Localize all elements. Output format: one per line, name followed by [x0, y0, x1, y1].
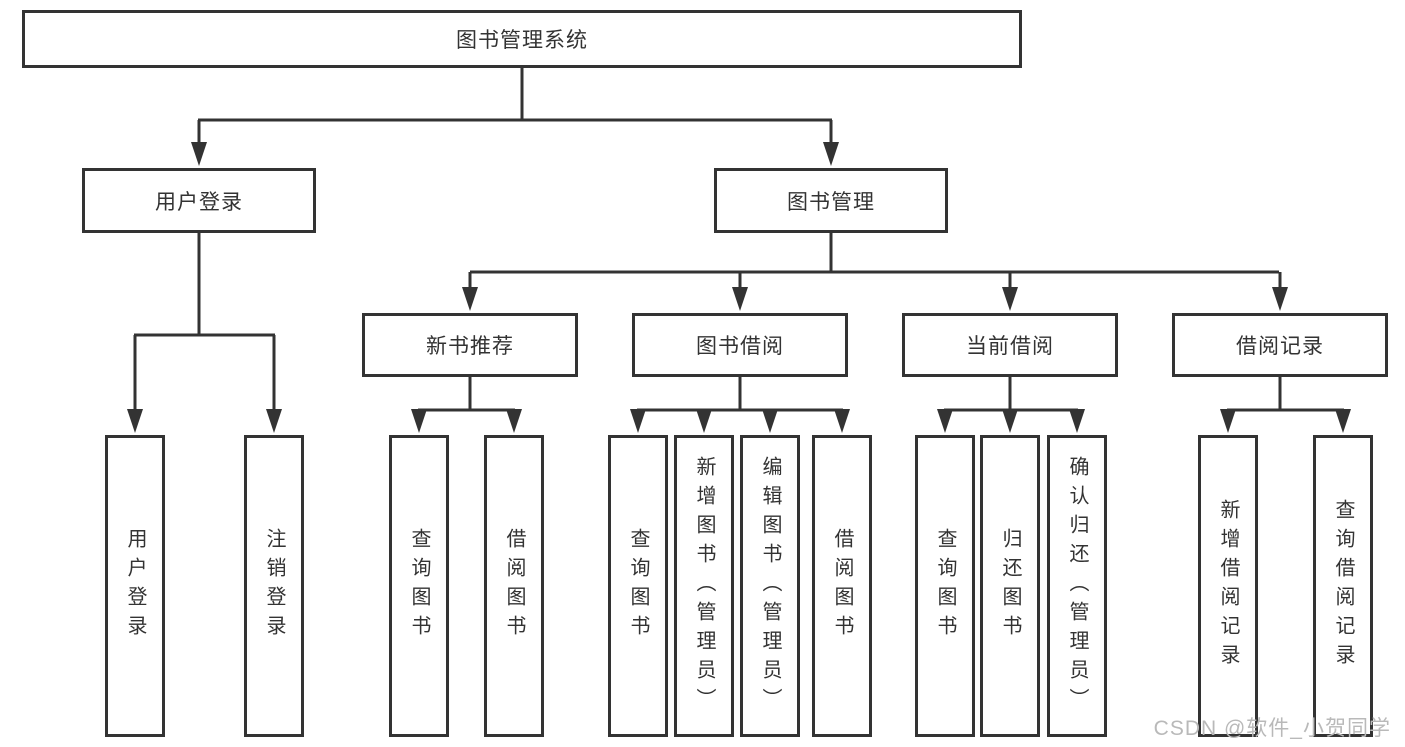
node-current-borrow-label: 当前借阅 [966, 335, 1054, 358]
node-book-borrow-label: 图书借阅 [696, 335, 784, 358]
node-root-label: 图书管理系统 [456, 29, 588, 52]
node-new-book-recommend-label: 新书推荐 [426, 335, 514, 358]
leaf-query-books-borrow: 查询图书 [608, 435, 668, 737]
leaf-add-borrow-record: 新增借阅记录 [1198, 435, 1258, 737]
leaf-confirm-return-admin: 确认归还（管理员） [1047, 435, 1107, 737]
node-borrow-records: 借阅记录 [1172, 313, 1388, 377]
watermark: CSDN @软件_小贺同学 [1153, 717, 1391, 740]
node-root: 图书管理系统 [22, 10, 1022, 68]
leaf-query-borrow-record: 查询借阅记录 [1313, 435, 1373, 737]
leaf-edit-books-admin: 编辑图书（管理员） [740, 435, 800, 737]
node-user-login: 用户登录 [82, 168, 316, 233]
node-current-borrow: 当前借阅 [902, 313, 1118, 377]
leaf-borrow-books-recommend: 借阅图书 [484, 435, 544, 737]
node-book-borrow: 图书借阅 [632, 313, 848, 377]
node-user-login-label: 用户登录 [155, 190, 243, 214]
leaf-query-books-recommend: 查询图书 [389, 435, 449, 737]
node-book-management-label: 图书管理 [787, 190, 875, 214]
leaf-borrow-books: 借阅图书 [812, 435, 872, 737]
node-borrow-records-label: 借阅记录 [1236, 335, 1324, 358]
leaf-user-login: 用户登录 [105, 435, 165, 737]
node-book-management: 图书管理 [714, 168, 948, 233]
leaf-query-books-current: 查询图书 [915, 435, 975, 737]
node-new-book-recommend: 新书推荐 [362, 313, 578, 377]
leaf-add-books-admin: 新增图书（管理员） [674, 435, 734, 737]
leaf-return-books: 归还图书 [980, 435, 1040, 737]
leaf-logout: 注销登录 [244, 435, 304, 737]
